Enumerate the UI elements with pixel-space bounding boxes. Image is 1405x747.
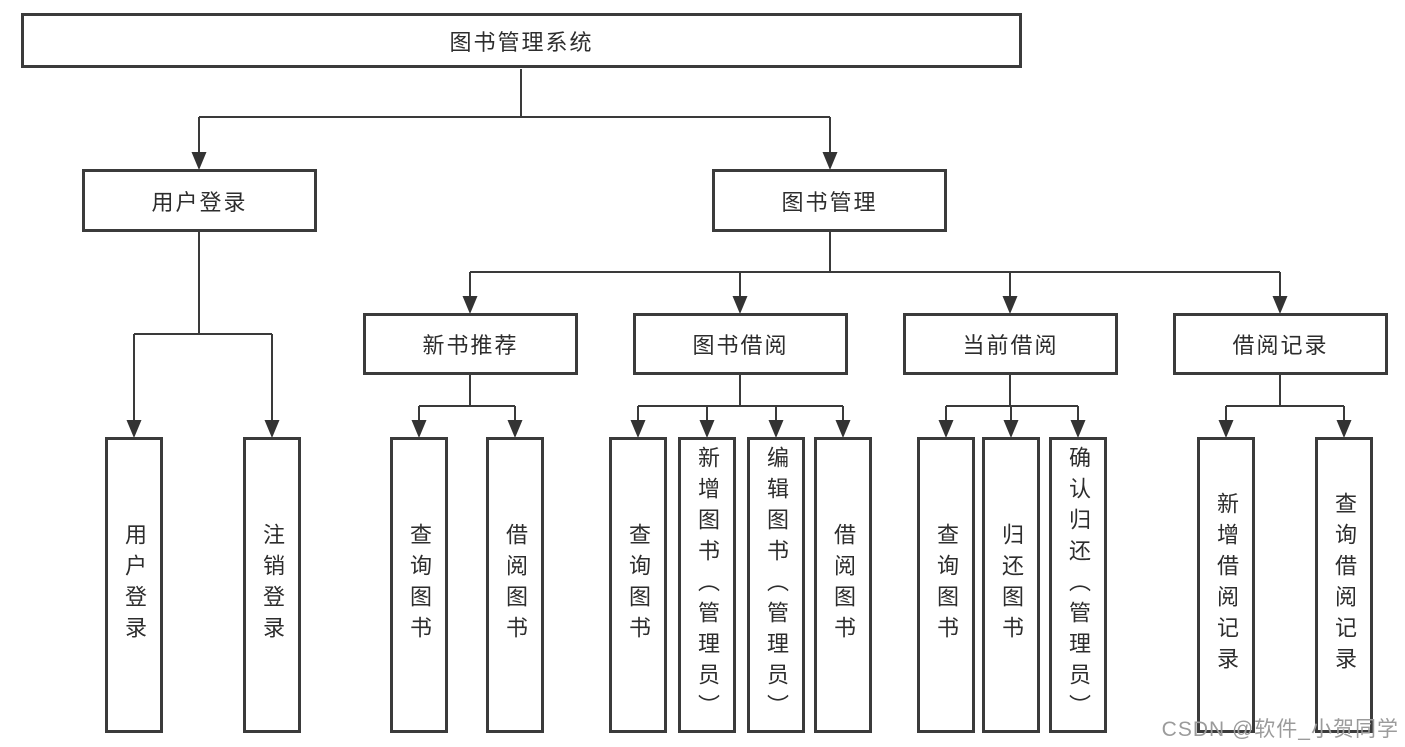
leaf-borrow-books: 借阅图书 [814, 437, 872, 733]
csdn-watermark: CSDN @软件_小贺同学 [1161, 718, 1399, 741]
leaf-label: 归还图书 [999, 523, 1024, 647]
connector-line [637, 375, 844, 420]
arrowhead [630, 420, 851, 438]
leaf-query-books-recommend: 查询图书 [390, 437, 448, 733]
connector-borrow-records-to-leaves [1218, 375, 1352, 438]
leaf-label: 新增借阅记录 [1214, 492, 1239, 678]
leaf-user-login: 用户登录 [105, 437, 163, 733]
connector-book-management-to-level3 [462, 232, 1288, 314]
leaf-query-books-borrow: 查询图书 [609, 437, 667, 733]
node-label: 借阅记录 [1232, 333, 1329, 358]
connector-new-book-recommend-to-leaves [411, 375, 523, 438]
leaf-label: 借阅图书 [831, 523, 856, 647]
arrowhead [1218, 420, 1352, 438]
connector-line [1225, 375, 1345, 420]
connector-current-borrow-to-leaves [938, 375, 1086, 438]
leaf-label: 确认归还（管理员） [1066, 445, 1091, 725]
node-new-book-recommend: 新书推荐 [363, 313, 578, 375]
node-book-management: 图书管理 [712, 169, 947, 232]
leaf-label: 用户登录 [122, 523, 147, 647]
leaf-label: 借阅图书 [503, 523, 528, 647]
leaf-borrow-books-recommend: 借阅图书 [486, 437, 544, 733]
leaf-query-books-current: 查询图书 [917, 437, 975, 733]
connector-user-login-to-leaves [126, 232, 280, 438]
node-label: 用户登录 [151, 189, 248, 215]
arrowhead [938, 420, 1086, 438]
arrowhead [462, 296, 1288, 314]
arrowhead [126, 420, 280, 438]
connector-root-to-level2 [191, 69, 838, 170]
node-book-borrow: 图书借阅 [633, 313, 848, 375]
leaf-edit-books-admin: 编辑图书（管理员） [747, 437, 805, 733]
leaf-label: 新增图书（管理员） [695, 445, 720, 725]
leaf-label: 编辑图书（管理员） [764, 445, 789, 725]
arrowhead [191, 152, 838, 170]
leaf-label: 查询借阅记录 [1332, 492, 1357, 678]
connector-line [469, 232, 1281, 296]
connector-book-borrow-to-leaves [630, 375, 851, 438]
node-label: 图书借阅 [692, 333, 789, 358]
leaf-query-borrow-record: 查询借阅记录 [1315, 437, 1373, 733]
connector-line [133, 232, 273, 420]
node-label: 当前借阅 [962, 333, 1059, 358]
leaf-label: 查询图书 [626, 523, 651, 647]
node-label: 新书推荐 [422, 333, 519, 358]
node-root: 图书管理系统 [21, 13, 1022, 68]
node-label: 图书管理系统 [449, 29, 594, 55]
leaf-label: 注销登录 [260, 523, 285, 647]
leaf-confirm-return-admin: 确认归还（管理员） [1049, 437, 1107, 733]
node-current-borrow: 当前借阅 [903, 313, 1118, 375]
leaf-logout: 注销登录 [243, 437, 301, 733]
leaf-add-books-admin: 新增图书（管理员） [678, 437, 736, 733]
connector-line [945, 375, 1079, 420]
connector-line [198, 69, 831, 152]
leaf-return-books: 归还图书 [982, 437, 1040, 733]
arrowhead [411, 420, 523, 438]
connector-line [418, 375, 516, 420]
node-borrow-records: 借阅记录 [1173, 313, 1388, 375]
node-label: 图书管理 [781, 189, 878, 215]
leaf-add-borrow-record: 新增借阅记录 [1197, 437, 1255, 733]
leaf-label: 查询图书 [934, 523, 959, 647]
node-user-login: 用户登录 [82, 169, 317, 232]
leaf-label: 查询图书 [407, 523, 432, 647]
